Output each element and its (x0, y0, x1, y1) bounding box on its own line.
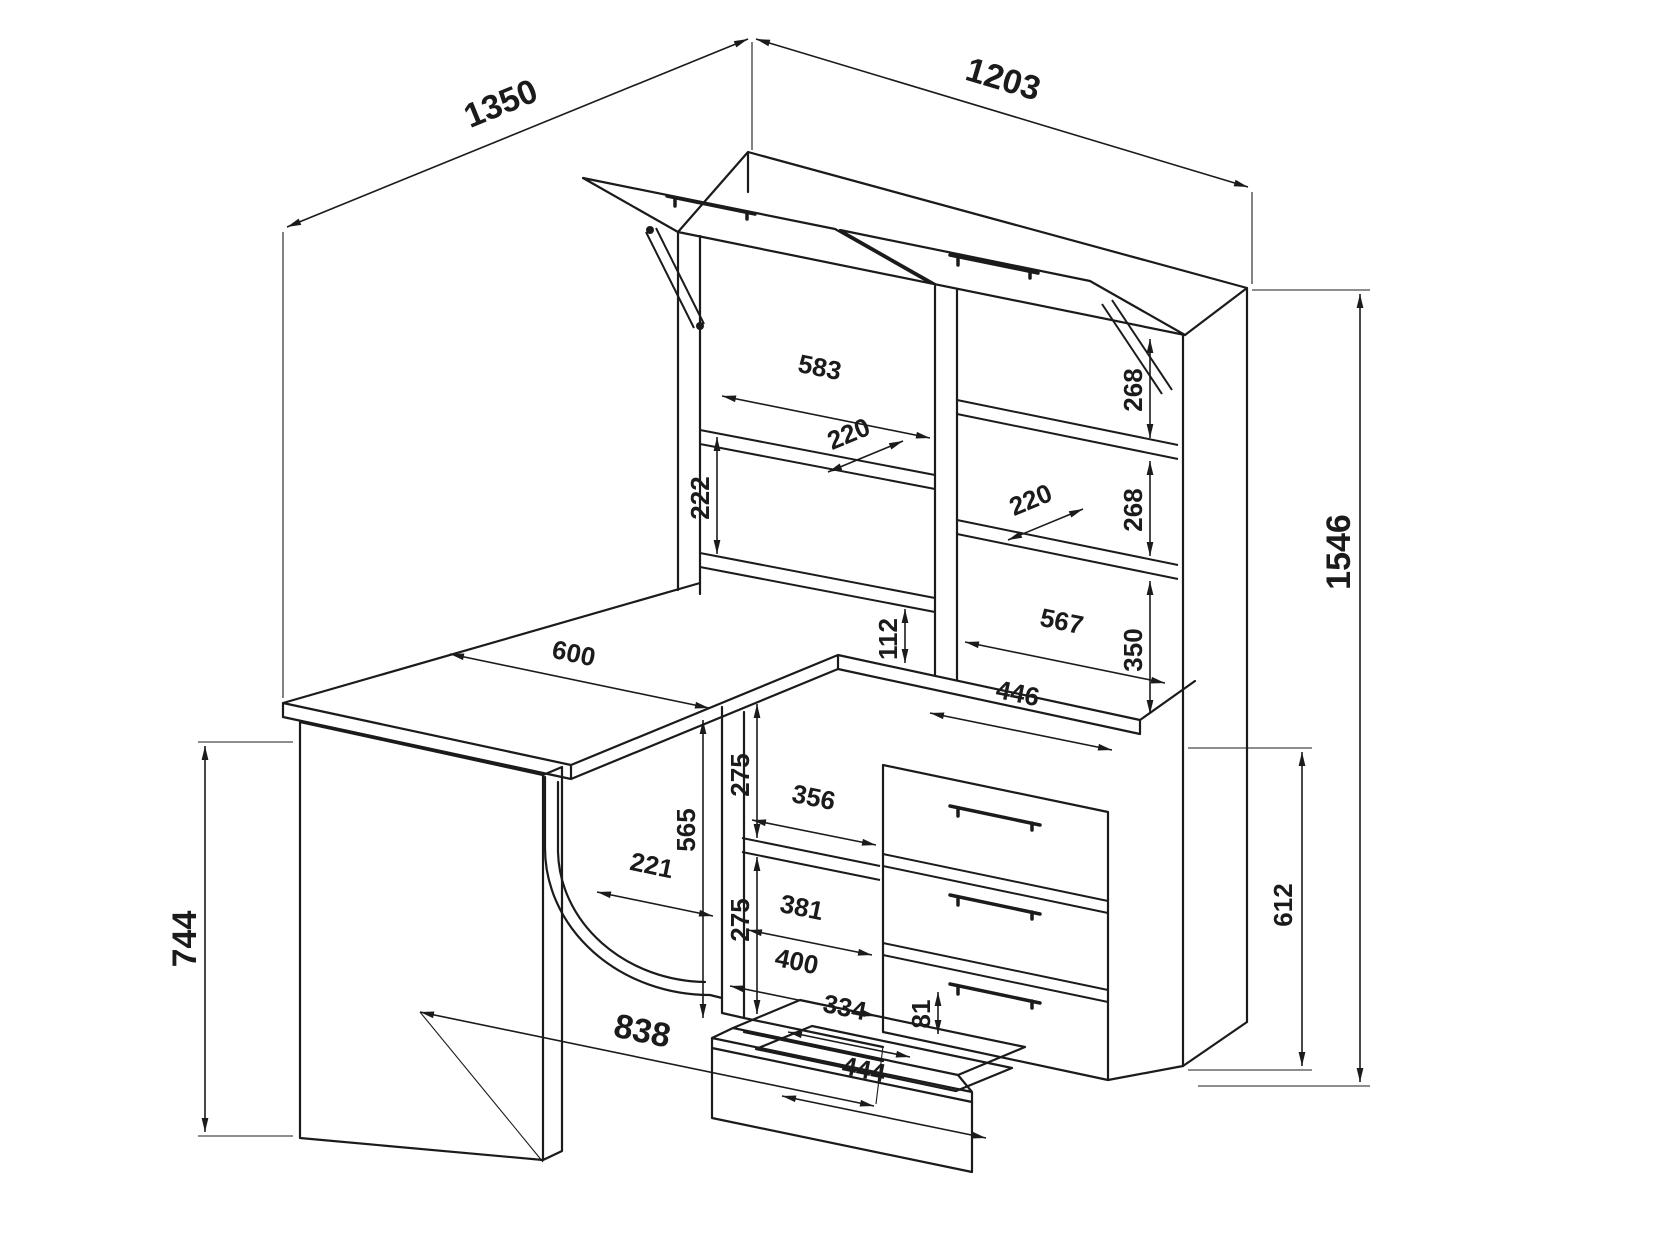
dim-desk-right-width: 446 (929, 674, 1113, 751)
right-lid-handle (948, 253, 1040, 280)
dim-overall-depth-line (286, 38, 749, 228)
dim-underdesk-gap-lower-label: 275 (725, 898, 755, 941)
dim-underdesk-width-base-label: 400 (773, 942, 822, 980)
dim-hutch-right-gap-mid-label: 268 (1118, 488, 1148, 531)
dim-pedestal-height: 612 (1188, 747, 1312, 1071)
dim-underdesk-height: 565 (671, 720, 707, 1018)
dim-wing-width-line (449, 653, 710, 709)
dim-underdesk-gap-upper-label: 275 (725, 753, 755, 796)
dim-overall-width: 1203 (755, 38, 1253, 284)
dim-overall-width-label: 1203 (961, 50, 1044, 108)
dim-overall-depth: 1350 (282, 38, 753, 698)
dim-drawer-front-width-label: 444 (840, 1050, 889, 1088)
drawer-separators (882, 853, 1109, 1003)
dim-riser-height: 112 (873, 609, 909, 663)
dim-wing-width: 600 (449, 634, 710, 709)
dim-hutch-left-shelf-gap-label: 222 (685, 476, 715, 519)
dim-underdesk-width-base-line (729, 985, 877, 1017)
dim-arch-width-label: 221 (628, 846, 677, 884)
dim-hutch-right-gap-top-label: 268 (1118, 368, 1148, 411)
dim-underdesk-height-label: 565 (671, 808, 701, 851)
dim-overall-height-label: 1546 (1320, 514, 1358, 590)
dim-overall-depth-label: 1350 (459, 72, 543, 136)
dim-hutch-right-gap-top: 268 (1118, 339, 1154, 438)
dim-overall-depth-ext (282, 42, 753, 698)
dim-hutch-right-shelf-depth: 220 (1005, 478, 1084, 541)
dim-wing-width-label: 600 (550, 634, 599, 672)
open-drawer (710, 998, 1027, 1174)
strut-joint-top (646, 226, 654, 234)
dim-pedestal-height-ext (1188, 747, 1312, 1071)
dim-overall-height-ext (1198, 289, 1370, 1087)
dim-underdesk-width-lower: 381 (747, 888, 873, 956)
drawer-handle-3 (948, 982, 1042, 1010)
dim-hutch-left-shelf-depth: 220 (823, 412, 904, 473)
dim-desk-right-width-line (929, 712, 1113, 751)
dim-underdesk-width-lower-line (747, 929, 873, 956)
dim-underdesk-shelf-width-label: 356 (790, 778, 838, 816)
drawer-cabinet (881, 763, 1185, 1082)
dim-hutch-right-gap-bottom: 350 (1118, 581, 1154, 714)
dim-drawer-inner-depth: 81 (906, 992, 942, 1034)
dim-overall-height: 1546 (1198, 289, 1370, 1087)
dim-hutch-right-shelf-depth-label: 220 (1005, 478, 1057, 522)
left-lid-handle (665, 194, 757, 221)
dim-hutch-right-width: 567 (964, 602, 1166, 684)
dim-drawer-inner-width-label: 334 (821, 988, 870, 1026)
dim-hutch-left-width-label: 583 (796, 348, 844, 386)
left-lid-gas-strut (645, 227, 705, 329)
dim-base-span-line (419, 1011, 875, 1107)
underdesk-shelf (741, 837, 881, 881)
cabinet-outline (881, 763, 1185, 1082)
dim-underdesk-shelf-width: 356 (751, 778, 877, 846)
dim-hutch-right-width-label: 567 (1038, 602, 1087, 640)
left-lid-panel (581, 176, 932, 285)
dim-drawer-inner-width-line (787, 1031, 911, 1058)
dim-underdesk-shelf-width-line (751, 819, 877, 846)
dim-drawer-front-width-line (781, 1095, 987, 1139)
arch-cutout (543, 775, 724, 1000)
dim-desk-right-width-label: 446 (994, 674, 1043, 712)
right-lid-panel (838, 228, 1187, 337)
dimension-annotations: 1350 1203 1546 744 838 (166, 38, 1370, 1163)
hutch (581, 150, 1249, 1068)
dim-underdesk-width-lower-label: 381 (778, 888, 826, 926)
drawer-handle-1 (948, 804, 1042, 832)
dim-arch-width: 221 (596, 846, 714, 917)
dim-hutch-right-gap-bottom-label: 350 (1118, 628, 1148, 671)
dim-pedestal-height-label: 612 (1268, 883, 1298, 926)
dim-hutch-right-shelf-depth-line (1007, 508, 1084, 541)
dim-hutch-left-width: 583 (721, 348, 931, 439)
dim-drawer-inner-depth-label: 81 (906, 1000, 936, 1029)
dim-desk-height-label: 744 (166, 911, 204, 968)
dim-hutch-right-gap-mid: 268 (1118, 461, 1154, 556)
dim-hutch-left-shelf-gap: 222 (685, 437, 721, 554)
dim-hutch-left-width-line (721, 395, 931, 439)
dim-hutch-left-shelf-depth-line (827, 440, 904, 473)
hutch-shelves-lines (699, 399, 1179, 613)
dim-desk-height-ext (198, 741, 293, 1137)
dim-drawer-inner-width: 334 (787, 988, 911, 1058)
drawer-handle-2 (948, 893, 1042, 921)
dim-underdesk-gap-upper: 275 (725, 704, 761, 838)
left-panel-face (298, 720, 564, 1162)
dim-hutch-right-width-line (964, 641, 1166, 684)
dim-arch-width-line (596, 891, 714, 917)
dim-overall-width-line (755, 38, 1249, 188)
dim-riser-height-label: 112 (873, 618, 903, 660)
hutch-carcass-lines (676, 150, 1249, 1068)
dim-desk-height: 744 (166, 741, 293, 1137)
strut-joint-bottom (696, 322, 704, 330)
furniture-drawing (281, 150, 1249, 1174)
dim-base-span-label: 838 (611, 1007, 674, 1056)
left-pedestal (298, 720, 564, 1162)
